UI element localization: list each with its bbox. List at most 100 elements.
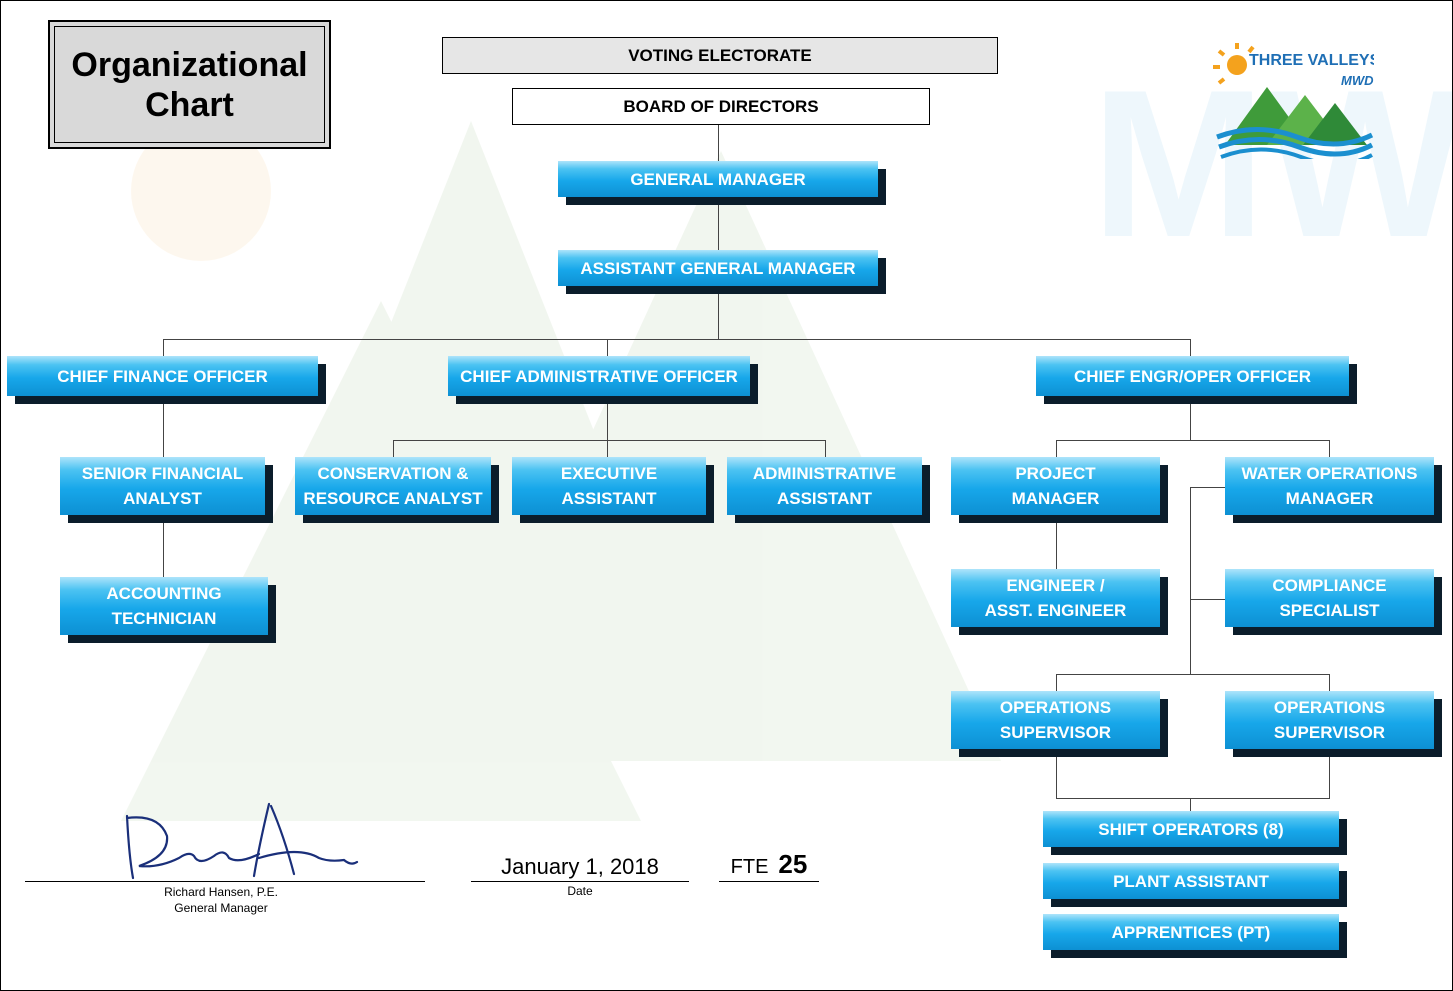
position-label-line: CHIEF ENGR/OPER OFFICER [1073,366,1312,386]
date-line [471,881,689,882]
position-label-line: PROJECT [1015,464,1096,483]
date-value: January 1, 2018 [501,854,659,879]
connector [1329,440,1330,457]
position-label-line: ENGINEER / [1006,576,1105,595]
connector [825,440,826,457]
plant-assistant-box: PLANT ASSISTANT [1043,863,1339,899]
chart-title-box: Organizational Chart [48,20,331,149]
fte-line [719,881,819,882]
position-label-line: SENIOR FINANCIAL [81,464,244,483]
position-label-line: CONSERVATION & [317,464,469,483]
accounting-technician-box: ACCOUNTING TECHNICIAN [60,577,268,635]
connector [1329,749,1330,799]
connector [163,339,1191,340]
position-label-line: ACCOUNTING [106,584,222,603]
connector [163,515,164,577]
connector [1190,599,1226,600]
general-manager-box: GENERAL MANAGER [558,161,878,197]
operations-supervisor-box-2: OPERATIONS SUPERVISOR [1225,691,1434,749]
position-label-line: SUPERVISOR [999,723,1112,742]
chart-title-line2: Chart [145,85,234,124]
position-label-line: TECHNICIAN [111,609,217,628]
connector [1056,674,1057,691]
fte-block: FTE 25 [719,849,819,881]
position-label-line: GENERAL MANAGER [630,169,806,189]
position-label-line: ASST. ENGINEER [984,601,1127,620]
chart-title-line1: Organizational [71,45,308,84]
connector [718,285,719,340]
board-of-directors-label: BOARD OF DIRECTORS [623,96,819,116]
connector [393,440,394,457]
position-label-line: ASSISTANT GENERAL MANAGER [580,258,856,278]
connector [1056,515,1057,569]
shift-operators-box: SHIFT OPERATORS (8) [1043,811,1339,847]
connector [718,125,719,161]
position-label-line: OPERATIONS [999,698,1112,717]
connector [1329,674,1330,691]
chief-finance-officer-box: CHIEF FINANCE OFFICER [7,356,318,396]
executive-assistant-box: EXECUTIVE ASSISTANT [512,457,706,515]
voting-electorate-label: VOTING ELECTORATE [628,45,812,65]
position-label-line: SUPERVISOR [1273,723,1386,742]
connector [1056,674,1330,675]
position-label-line: MANAGER [1285,489,1374,508]
position-label-line: CHIEF FINANCE OFFICER [57,366,268,386]
board-of-directors-box: BOARD OF DIRECTORS [512,88,930,125]
position-label-line: CHIEF ADMINISTRATIVE OFFICER [460,366,738,386]
position-label-line: MANAGER [1011,489,1100,508]
connector [1056,749,1057,799]
logo-text-2: MWD [1341,73,1374,88]
position-label-line: RESOURCE ANALYST [303,489,483,508]
connector [607,396,608,441]
signature-line [25,881,425,882]
position-label-line: COMPLIANCE [1272,576,1387,595]
three-valleys-logo: THREE VALLEYS MWD [1207,27,1381,167]
operations-supervisor-box-1: OPERATIONS SUPERVISOR [951,691,1160,749]
connector [718,196,719,250]
connector [607,339,608,356]
administrative-assistant-box: ADMINISTRATIVE ASSISTANT [727,457,922,515]
apprentices-box: APPRENTICES (PT) [1043,914,1339,950]
position-label-line: EXECUTIVE [560,464,658,483]
position-label-line: ASSISTANT [776,489,873,508]
connector [1190,487,1191,675]
position-label-line: ANALYST [123,489,202,508]
logo-graphic: THREE VALLEYS MWD [1213,43,1381,167]
position-label-line: ASSISTANT [561,489,657,508]
logo-text-1: THREE VALLEYS [1249,52,1374,69]
position-label-line: PLANT ASSISTANT [1113,871,1269,891]
connector [607,440,608,457]
engineer-box: ENGINEER / ASST. ENGINEER [951,569,1160,627]
date-label: Date [567,884,593,898]
fte-value: 25 [778,849,808,879]
connector [1056,798,1330,799]
assistant-general-manager-box: ASSISTANT GENERAL MANAGER [558,250,878,286]
signature-image [125,802,359,880]
voting-electorate-box: VOTING ELECTORATE [442,37,998,74]
connector [1056,440,1057,457]
conservation-resource-analyst-box: CONSERVATION & RESOURCE ANALYST [295,457,491,515]
position-label-line: SHIFT OPERATORS (8) [1098,819,1284,839]
position-label-line: WATER OPERATIONS [1241,464,1418,483]
position-label-line: APPRENTICES (PT) [1111,922,1271,942]
fte-label: FTE [730,856,769,878]
position-label-line: ADMINISTRATIVE [752,464,897,483]
compliance-specialist-box: COMPLIANCE SPECIALIST [1225,569,1434,627]
connector [1190,487,1226,488]
position-label-line: SPECIALIST [1279,601,1380,620]
connector [393,440,826,441]
connector [1190,798,1191,811]
position-label-line: OPERATIONS [1273,698,1386,717]
connector [163,339,164,356]
connector [1190,339,1191,356]
senior-financial-analyst-box: SENIOR FINANCIAL ANALYST [60,457,265,515]
connector [1056,440,1330,441]
water-operations-manager-box: WATER OPERATIONS MANAGER [1225,457,1434,515]
project-manager-box: PROJECT MANAGER [951,457,1160,515]
chief-engineering-operations-officer-box: CHIEF ENGR/OPER OFFICER [1036,356,1349,396]
signatory-title: General Manager [174,901,268,915]
connector [1190,396,1191,441]
signatory-name: Richard Hansen, P.E. [164,885,278,899]
chief-administrative-officer-box: CHIEF ADMINISTRATIVE OFFICER [448,356,750,396]
